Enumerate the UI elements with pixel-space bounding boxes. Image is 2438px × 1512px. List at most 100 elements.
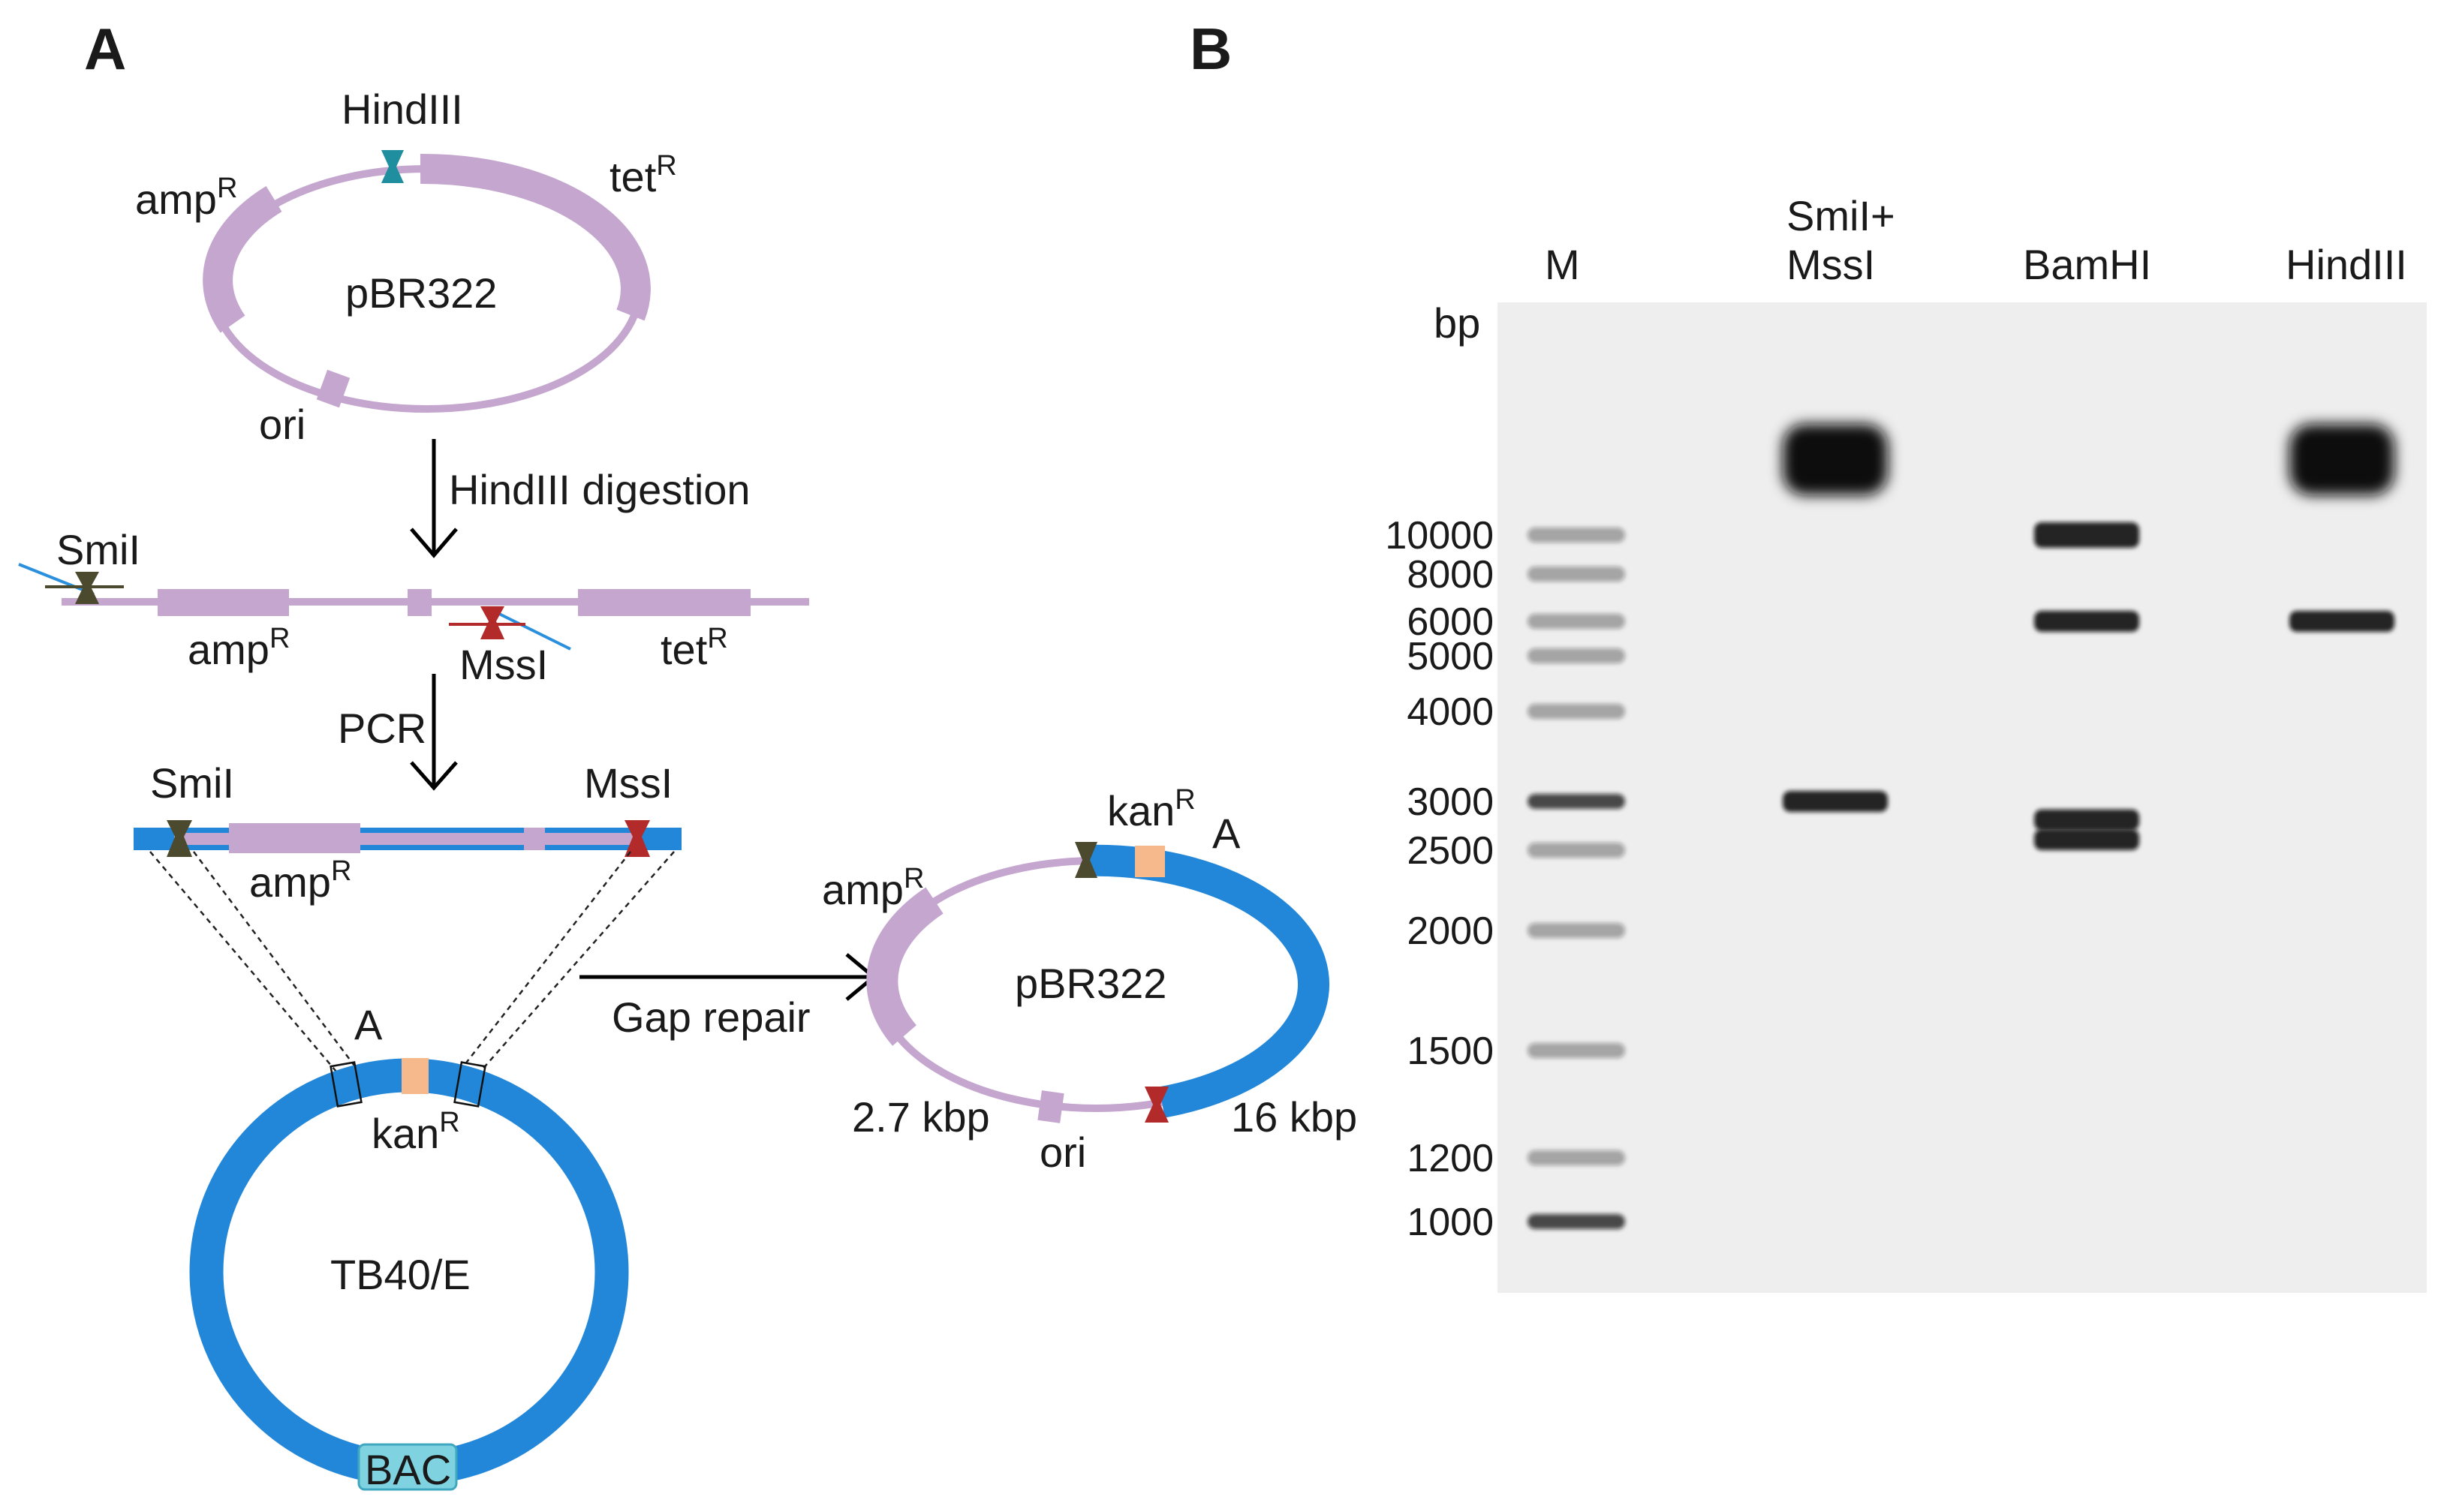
gel-ladder-label: 4000 bbox=[1407, 690, 1494, 734]
gel-lane-label-2: SmiI+ bbox=[1786, 192, 1895, 239]
gel-band-lane1-3000 bbox=[1528, 794, 1625, 809]
product-amp-label: ampR bbox=[822, 863, 924, 913]
gel-lane-label-2: MssI bbox=[1786, 241, 1875, 288]
tetr-block-1 bbox=[578, 589, 751, 616]
gel-band-lane1-5000 bbox=[1528, 648, 1625, 663]
gel-band-lane1-10000 bbox=[1528, 528, 1625, 543]
plasmid-pbr322-product bbox=[866, 842, 1329, 1123]
arrow-icon bbox=[410, 439, 458, 558]
gel-ladder-label: 1500 bbox=[1407, 1030, 1494, 1073]
gel-band-lane1-1000 bbox=[1528, 1214, 1625, 1229]
linear-fragment-1 bbox=[18, 563, 809, 651]
linear1-amp-label: ampR bbox=[188, 623, 290, 673]
homology-box-left bbox=[330, 1061, 363, 1108]
gel-band-lane1-1500 bbox=[1528, 1043, 1625, 1058]
bac-box-label: BAC bbox=[365, 1446, 451, 1493]
gel-ladder-label: 1000 bbox=[1407, 1201, 1494, 1244]
product-ori-label: ori bbox=[1040, 1129, 1086, 1176]
bac-circle-tb40e bbox=[189, 1058, 629, 1491]
kan-block-product bbox=[1135, 846, 1165, 877]
panel-b-letter: B bbox=[1190, 16, 1232, 82]
gel-ladder-label: 5000 bbox=[1407, 635, 1494, 678]
linear2-amp-label: ampR bbox=[249, 855, 351, 906]
ampr-gene-arc bbox=[203, 185, 282, 333]
gel-lane-label-3: BamHI bbox=[2023, 241, 2151, 288]
linear1-mssi-label: MssI bbox=[459, 641, 548, 688]
linear1-tet-label: tetR bbox=[661, 623, 728, 673]
mssi-site-icon bbox=[1145, 1087, 1169, 1123]
gel-band-lane1-8000 bbox=[1528, 567, 1625, 582]
linear2-smii-label: SmiI bbox=[150, 759, 234, 807]
bac-name: TB40/E bbox=[330, 1251, 471, 1298]
gel-bands bbox=[1528, 424, 2394, 1229]
bac-insert-arc bbox=[1084, 844, 1329, 1118]
primer-right-line bbox=[498, 612, 571, 651]
gel-ladder-label: 2000 bbox=[1407, 909, 1494, 953]
gel-image bbox=[1497, 302, 2427, 1293]
homology-lines bbox=[149, 851, 675, 1072]
linear-fragment-2 bbox=[134, 820, 682, 857]
gel-band-lane1-6000 bbox=[1528, 614, 1625, 629]
linear2-mssi-label: MssI bbox=[584, 759, 673, 807]
gel-ladder-label: 3000 bbox=[1407, 780, 1494, 824]
gel-band-lane3-6000 bbox=[2034, 611, 2139, 632]
gel-ladder-label: 8000 bbox=[1407, 553, 1494, 597]
ampr-gene-arc-product bbox=[866, 887, 944, 1046]
smii-site-icon bbox=[167, 820, 192, 857]
gel-band-lane4-6000 bbox=[2289, 611, 2394, 632]
mssi-site-icon bbox=[480, 606, 504, 639]
ampr-block-1 bbox=[158, 589, 289, 616]
gel-ladder-label: 2500 bbox=[1407, 829, 1494, 873]
linear1-smii-label: SmiI bbox=[56, 526, 140, 573]
small-block-1 bbox=[408, 589, 432, 616]
plasmid-top-site-label: HindIII bbox=[342, 86, 463, 133]
gel-band-lane1-1200 bbox=[1528, 1150, 1625, 1165]
hindiii-site-icon bbox=[381, 150, 404, 183]
homology-box-right bbox=[453, 1061, 486, 1108]
product-kan-label: kanR bbox=[1107, 784, 1196, 834]
gel-lane-label-1: M bbox=[1545, 241, 1580, 288]
bac-a-label: A bbox=[354, 1001, 383, 1048]
gel-ladder-label: 6000 bbox=[1407, 600, 1494, 644]
bac-kan-label: kanR bbox=[372, 1107, 460, 1157]
mssi-site-icon bbox=[625, 820, 650, 857]
smii-site-icon bbox=[75, 572, 99, 604]
plasmid-pbr322-top bbox=[203, 150, 651, 413]
gel-band-large-fragment bbox=[2289, 424, 2394, 495]
gel-unit-label: bp bbox=[1434, 299, 1480, 347]
plasmid-top-ori-label: ori bbox=[259, 401, 306, 448]
product-size-right: 16 kbp bbox=[1231, 1093, 1357, 1141]
plasmid-top-amp-label: ampR bbox=[135, 173, 237, 223]
primer-left-line bbox=[18, 563, 95, 596]
ori-block bbox=[316, 369, 351, 408]
gel-band-lane3-2800 bbox=[2034, 809, 2139, 831]
ori-block-product bbox=[1037, 1090, 1064, 1123]
ampr-block-2 bbox=[229, 823, 360, 853]
product-name: pBR322 bbox=[1015, 960, 1166, 1007]
kan-block-bac bbox=[402, 1058, 429, 1094]
product-size-left: 2.7 kbp bbox=[852, 1093, 990, 1141]
panel-a-letter: A bbox=[84, 16, 126, 82]
plasmid-top-name: pBR322 bbox=[345, 269, 497, 317]
gel-band-lane3-2600 bbox=[2034, 829, 2139, 851]
gel-ladder-label: 1200 bbox=[1407, 1137, 1494, 1180]
bac-box bbox=[357, 1443, 458, 1491]
step-pcr-label: PCR bbox=[338, 705, 426, 752]
arrow-icon bbox=[579, 953, 877, 1001]
product-a-label: A bbox=[1212, 810, 1241, 857]
gel-band-lane1-4000 bbox=[1528, 704, 1625, 719]
gel-band-large-fragment bbox=[1783, 424, 1888, 495]
gel-band-lane1-2000 bbox=[1528, 923, 1625, 938]
smii-site-icon bbox=[1075, 842, 1097, 878]
gel-ladder-label: 10000 bbox=[1385, 514, 1494, 558]
gel-band-lane1-2500 bbox=[1528, 843, 1625, 858]
small-block-2 bbox=[524, 828, 545, 850]
arrow-icon bbox=[410, 674, 458, 791]
gel-lane-label-4: HindIII bbox=[2286, 241, 2407, 288]
plasmid-top-tet-label: tetR bbox=[610, 150, 677, 200]
tetr-gene-arc bbox=[420, 153, 651, 321]
step-gap-repair-label: Gap repair bbox=[612, 993, 811, 1041]
step-hindiii-digestion-label: HindIII digestion bbox=[449, 466, 751, 513]
gel-band-lane2-3000 bbox=[1783, 791, 1888, 812]
